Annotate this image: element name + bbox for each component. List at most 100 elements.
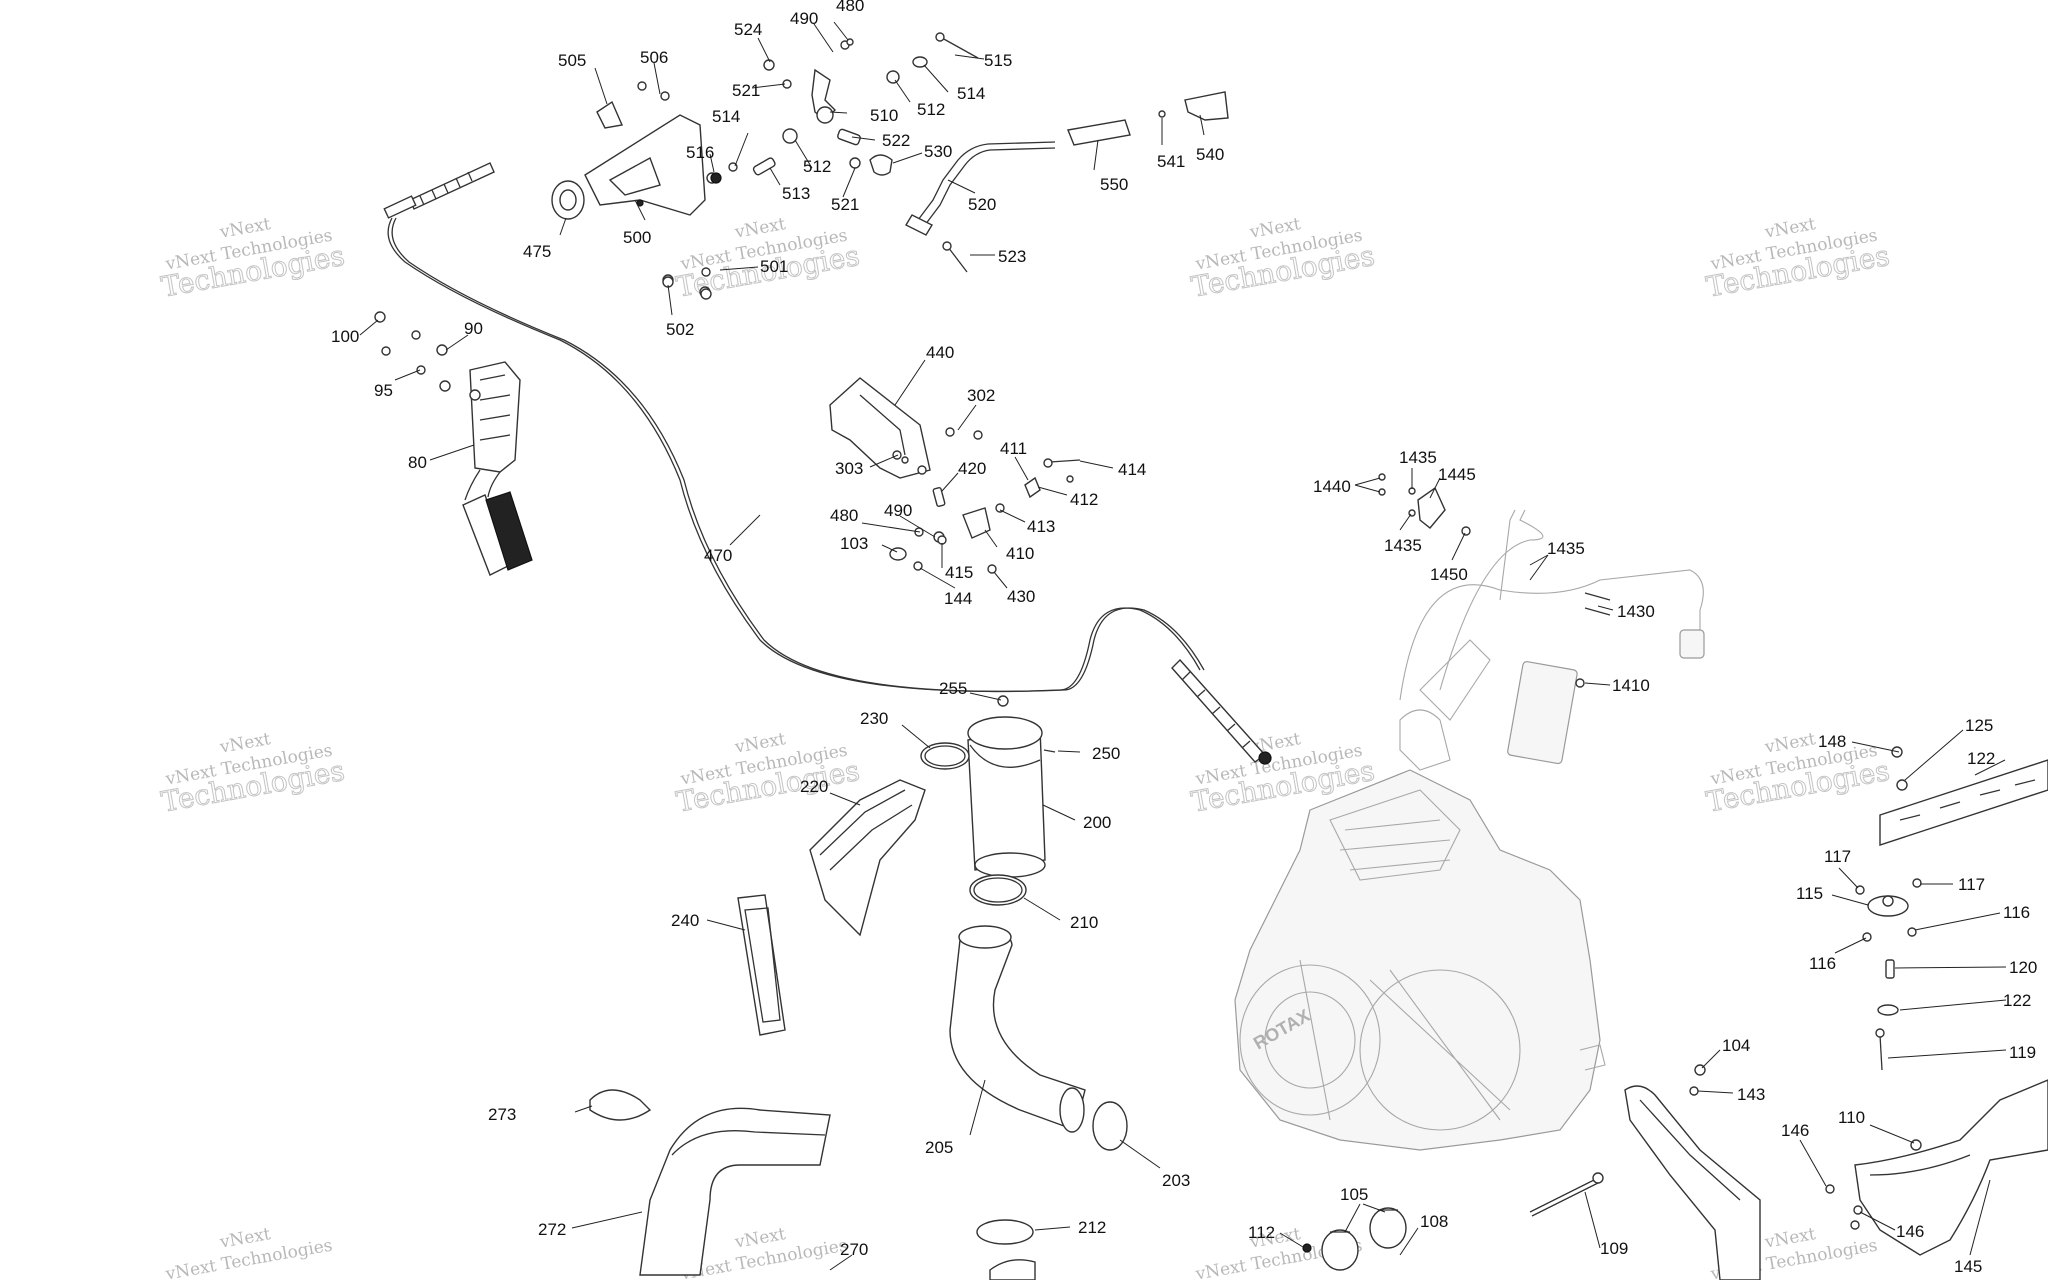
screw-250 (1043, 749, 1056, 753)
callout-label: 303 (835, 459, 863, 478)
callout-label: 410 (1006, 544, 1034, 563)
wiring-harness-right (1378, 473, 1611, 688)
callout-label: 230 (860, 709, 888, 728)
pad-540 (1184, 91, 1229, 121)
tube-270 (989, 1259, 1036, 1280)
callout-label: 203 (1162, 1171, 1190, 1190)
callout-label: 145 (1954, 1257, 1982, 1276)
callout-label: 119 (2009, 1043, 2036, 1062)
callout-label: 1450 (1430, 565, 1468, 584)
callout-label: 103 (840, 534, 868, 553)
callout-label: 1435 (1399, 448, 1437, 467)
callout-label: 430 (1007, 587, 1035, 606)
bracket-505 (596, 100, 623, 129)
bracket-left-lower (1624, 1085, 1761, 1280)
callout-label: 514 (712, 107, 740, 126)
callout-label: 522 (882, 131, 910, 150)
gasket-273 (589, 1089, 652, 1121)
callout-label: 1410 (1612, 676, 1650, 695)
mount-115 (1855, 878, 1922, 917)
callout-label: 513 (782, 184, 810, 203)
callout-label: 80 (408, 453, 427, 472)
duct-272 (639, 1107, 831, 1276)
callout-label: 1445 (1438, 465, 1476, 484)
watermark: vNext vNext Technologies Technologies (1188, 214, 1377, 304)
callout-label: 250 (1092, 744, 1120, 763)
hardware-mid (889, 427, 1081, 574)
pedal-assembly-80 (462, 361, 533, 576)
frame-240 (737, 894, 786, 1036)
callout-label: 125 (1965, 716, 1993, 735)
callout-label: 148 (1818, 732, 1846, 751)
lever-510 (811, 68, 836, 124)
bracket-440 (829, 377, 931, 479)
callout-label: 512 (917, 100, 945, 119)
watermark: vNext vNext Technologies Technologies (1703, 214, 1892, 304)
callout-label: 272 (538, 1220, 566, 1239)
callout-label: 510 (870, 106, 898, 125)
callout-label: 413 (1027, 517, 1055, 536)
callout-label: 516 (686, 143, 714, 162)
boot-205 (949, 925, 1086, 1133)
watermark: vNext vNext Technologies Technologies (1703, 729, 1892, 819)
callout-label: 480 (836, 0, 864, 15)
arm-145 (1854, 1079, 2048, 1256)
duct-220 (809, 779, 926, 937)
callout-label: 146 (1781, 1121, 1809, 1140)
grommet-255 (997, 695, 1009, 707)
callout-label: 122 (2003, 991, 2031, 1010)
callout-label: 420 (958, 459, 986, 478)
callout-label: 412 (1070, 490, 1098, 509)
callout-label: 220 (800, 777, 828, 796)
pedal-arm-520 (905, 141, 1056, 236)
callout-label: 501 (760, 257, 788, 276)
callout-label: 512 (803, 157, 831, 176)
bolt-109 (1529, 1172, 1604, 1217)
callout-label: 120 (2009, 958, 2037, 977)
callout-label: 505 (558, 51, 586, 70)
callout-label: 524 (734, 20, 762, 39)
nuts-502 (662, 276, 712, 300)
callout-label: 112 (1248, 1223, 1275, 1242)
hub-105 (1302, 1207, 1407, 1271)
intake-tube-200 (967, 716, 1046, 878)
watermark: vNext vNext Technologies Technologies (673, 214, 862, 304)
bracket-122 (1879, 759, 2048, 846)
callout-label: 200 (1083, 813, 1111, 832)
callout-label: 212 (1078, 1218, 1106, 1237)
callout-label: 440 (926, 343, 954, 362)
callout-label: 104 (1722, 1036, 1750, 1055)
callout-label: 500 (623, 228, 651, 247)
callout-label: 117 (1958, 875, 1985, 894)
callout-label: 540 (1196, 145, 1224, 164)
callout-label: 146 (1896, 1222, 1924, 1241)
callout-label: 1435 (1547, 539, 1585, 558)
callout-label: 100 (331, 327, 359, 346)
callout-label: 523 (998, 247, 1026, 266)
callout-label: 302 (967, 386, 995, 405)
callout-label: 515 (984, 51, 1012, 70)
callout-label: 411 (1000, 439, 1027, 458)
leader-lines (359, 21, 2007, 1271)
callout-label: 550 (1100, 175, 1128, 194)
callout-label: 122 (1967, 749, 1995, 768)
callout-label: 490 (790, 9, 818, 28)
callout-label: 470 (704, 546, 732, 565)
callout-label: 144 (944, 589, 972, 608)
callout-label: 414 (1118, 460, 1146, 479)
callout-label: 210 (1070, 913, 1098, 932)
engine-assembly: ROTAX (1234, 509, 1705, 1151)
hardware-90-100 (374, 311, 451, 392)
callout-label: 1430 (1617, 602, 1655, 621)
callout-label: 530 (924, 142, 952, 161)
watermark: vNext vNext Technologies Technologies (158, 214, 347, 304)
callout-label: 109 (1600, 1239, 1628, 1258)
watermark: vNext vNext Technologies Technologies (158, 729, 347, 819)
callout-label: 514 (957, 84, 985, 103)
callout-label: 541 (1157, 152, 1185, 171)
callout-label: 480 (830, 506, 858, 525)
bolt-515 (935, 32, 979, 59)
callout-label: 205 (925, 1138, 953, 1157)
callout-label: 116 (2003, 903, 2030, 922)
